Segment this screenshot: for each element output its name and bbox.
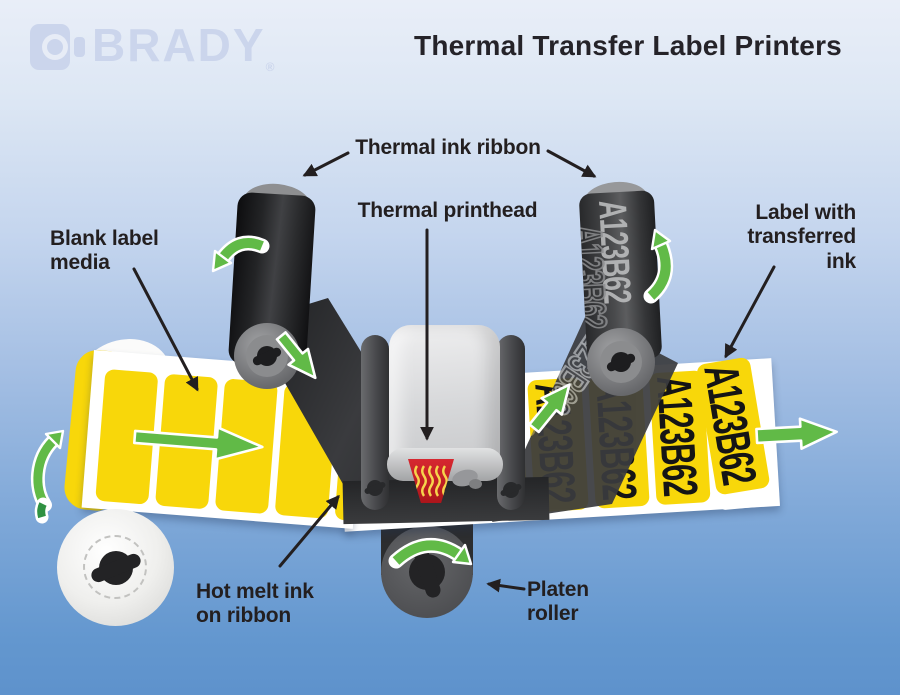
label-blank: [95, 368, 159, 505]
callout-line: Platen: [527, 578, 589, 601]
roll-dashed-ring: [83, 535, 147, 599]
callout-hot-melt-ink: Hot melt ink on ribbon: [196, 580, 314, 629]
label-blank: [214, 378, 279, 515]
printhead-connector-tip: [469, 479, 482, 489]
page-title: Thermal Transfer Label Printers: [414, 30, 842, 61]
callout-line: ink: [826, 249, 856, 273]
callout-line: transferred: [747, 225, 856, 249]
callout-line: on ribbon: [196, 604, 292, 628]
label-blank: [155, 373, 219, 510]
arrow-to-left-ribbon-icon: [302, 151, 350, 177]
brand-name: BRADY: [92, 19, 266, 71]
callout-label-with-transferred-ink: Label with transferred ink: [700, 201, 856, 274]
callout-blank-label-media: Blank label media: [50, 227, 159, 276]
callout-platen-roller: Platen roller: [527, 578, 589, 627]
brady-logo-text: BRADY®: [92, 18, 275, 74]
arrow-to-printed-label-icon: [724, 265, 776, 359]
callout-line: Hot melt ink: [196, 580, 314, 603]
registered-mark: ®: [265, 60, 275, 74]
heat-lines-icon: [414, 465, 448, 497]
callout-line: media: [50, 251, 110, 275]
arrow-to-right-ribbon-icon: [546, 149, 597, 178]
unwind-rotation-arrow-icon: [30, 429, 65, 524]
callout-thermal-printhead: Thermal printhead: [357, 199, 538, 222]
brady-logo-tab: [74, 37, 85, 57]
callout-line: Blank label: [50, 227, 159, 250]
arrow-to-platen-icon: [486, 578, 526, 593]
guide-bar-right: [497, 335, 525, 510]
callout-line: roller: [527, 602, 579, 626]
brady-logo-ring-dot: [47, 39, 63, 55]
callout-line: Label with: [755, 201, 856, 224]
callout-thermal-ink-ribbon: Thermal ink ribbon: [355, 136, 541, 159]
roller-ghost-text: A123B62: [578, 224, 617, 331]
